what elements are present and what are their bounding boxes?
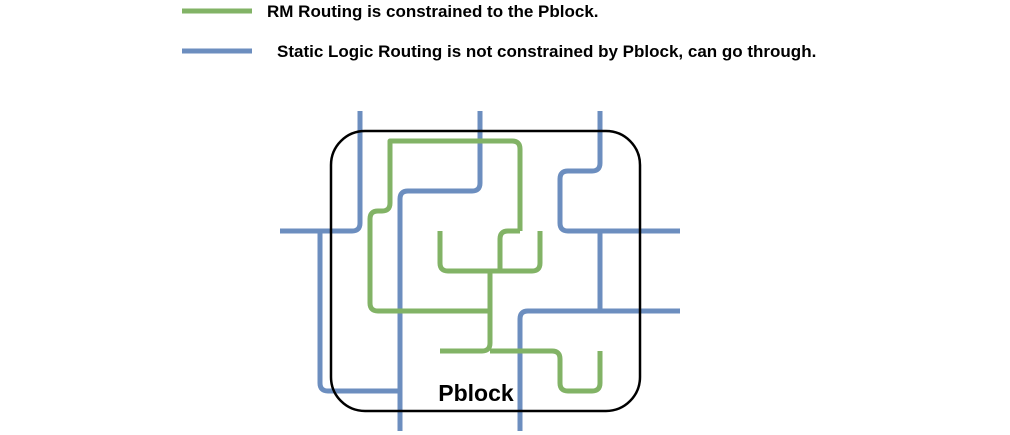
static-route-right-top — [557, 111, 680, 234]
rm-route-inner-hook — [497, 228, 520, 271]
rm-route-fork-right — [490, 231, 543, 274]
static-logic-routing — [280, 111, 680, 431]
static-route-center-long — [397, 111, 483, 431]
rm-route-trunk — [440, 271, 493, 354]
legend: RM Routing is constrained to the Pblock.… — [182, 2, 816, 61]
legend-label-static-routing: Static Logic Routing is not constrained … — [277, 42, 816, 61]
static-route-left-vertical — [317, 231, 400, 394]
pblock-label: Pblock — [438, 380, 514, 406]
static-route-left-horizontal — [280, 111, 363, 234]
rm-route-fork-left — [437, 231, 490, 274]
rm-route-bottom-cup — [490, 348, 603, 394]
rm-routing — [367, 138, 603, 394]
pblock-boundary — [329, 129, 642, 413]
static-route-bottom-right — [517, 308, 680, 431]
rm-route-main-loop — [367, 138, 523, 314]
legend-label-rm-routing: RM Routing is constrained to the Pblock. — [267, 2, 599, 21]
